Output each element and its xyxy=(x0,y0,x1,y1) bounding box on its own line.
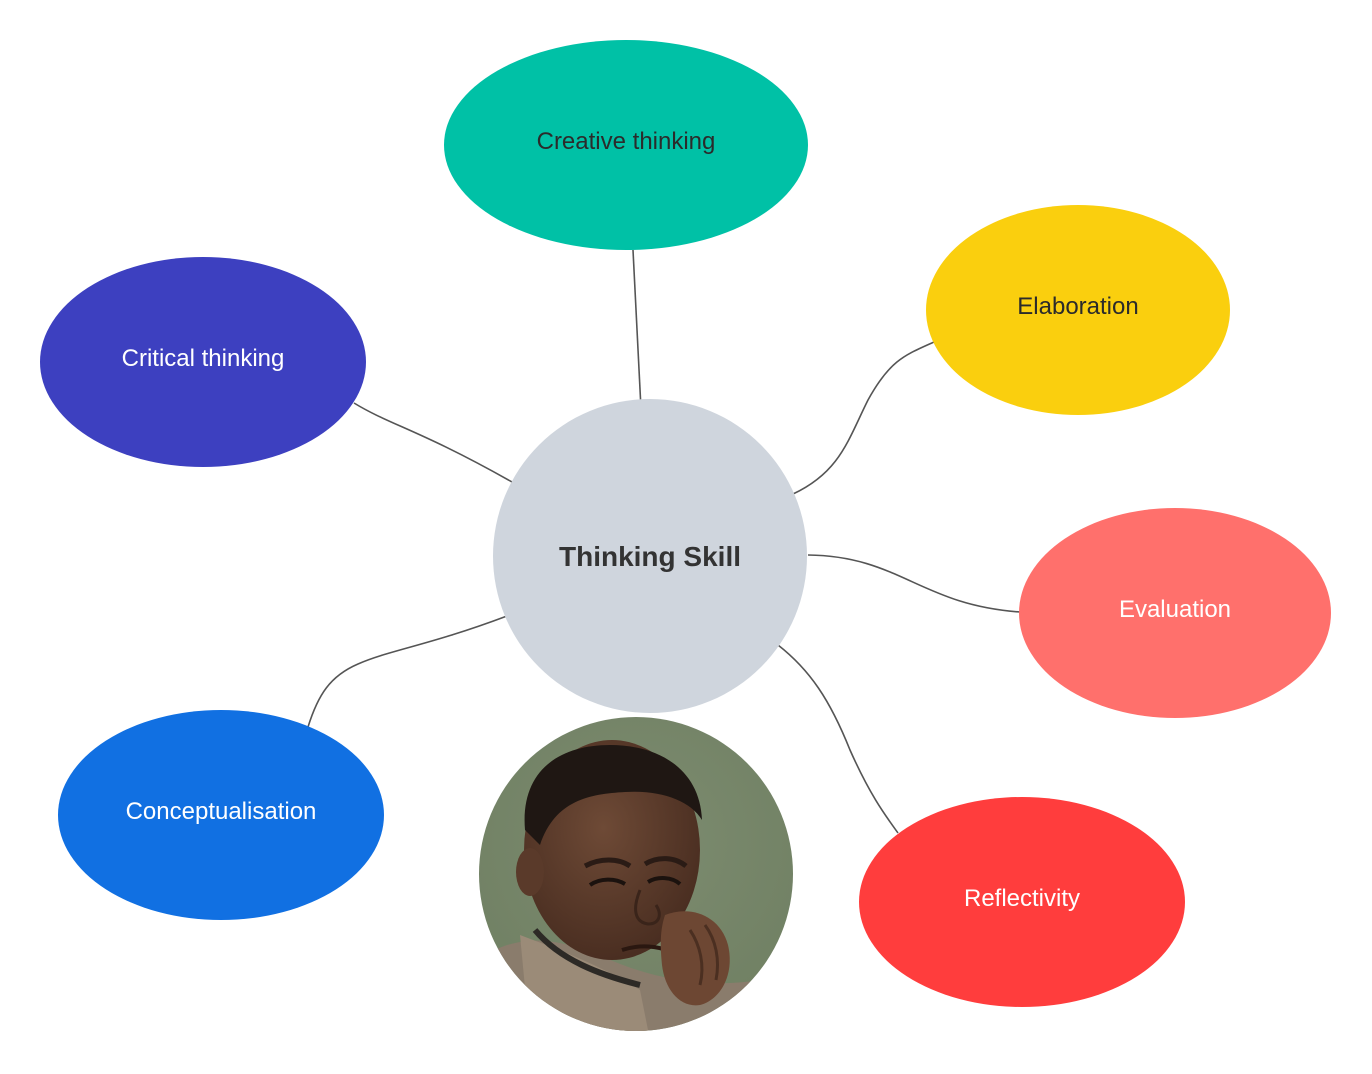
connector-critical xyxy=(353,402,513,483)
connectors xyxy=(307,249,1021,834)
node-reflectivity-shape xyxy=(859,797,1185,1007)
connector-creative xyxy=(632,249,642,410)
connector-reflectivity xyxy=(777,644,899,834)
node-reflectivity-label: Reflectivity xyxy=(964,885,1080,912)
node-critical-label: Critical thinking xyxy=(122,345,285,372)
thinking-child-photo xyxy=(479,717,793,1031)
node-conceptualisation-shape xyxy=(58,710,384,920)
node-elaboration[interactable]: Elaboration xyxy=(926,205,1230,415)
center-node-label: Thinking Skill xyxy=(559,541,741,572)
node-conceptualisation-label: Conceptualisation xyxy=(126,798,317,825)
connector-elaboration xyxy=(792,341,935,495)
connector-conceptualisation xyxy=(307,615,508,728)
node-evaluation-label: Evaluation xyxy=(1119,596,1231,623)
center-node-thinking-skill[interactable]: Thinking Skill xyxy=(493,399,807,713)
center-node-shape xyxy=(493,399,807,713)
node-evaluation[interactable]: Evaluation xyxy=(1019,508,1331,718)
node-reflectivity[interactable]: Reflectivity xyxy=(859,797,1185,1007)
connector-evaluation xyxy=(807,554,1021,613)
node-elaboration-label: Elaboration xyxy=(1017,293,1138,320)
node-conceptualisation[interactable]: Conceptualisation xyxy=(58,710,384,920)
node-creative-shape xyxy=(444,40,808,250)
node-critical-thinking[interactable]: Critical thinking xyxy=(40,257,366,467)
node-creative-thinking[interactable]: Creative thinking xyxy=(444,40,808,250)
node-evaluation-shape xyxy=(1019,508,1331,718)
node-elaboration-shape xyxy=(926,205,1230,415)
node-creative-label: Creative thinking xyxy=(537,128,716,155)
node-critical-shape xyxy=(40,257,366,467)
